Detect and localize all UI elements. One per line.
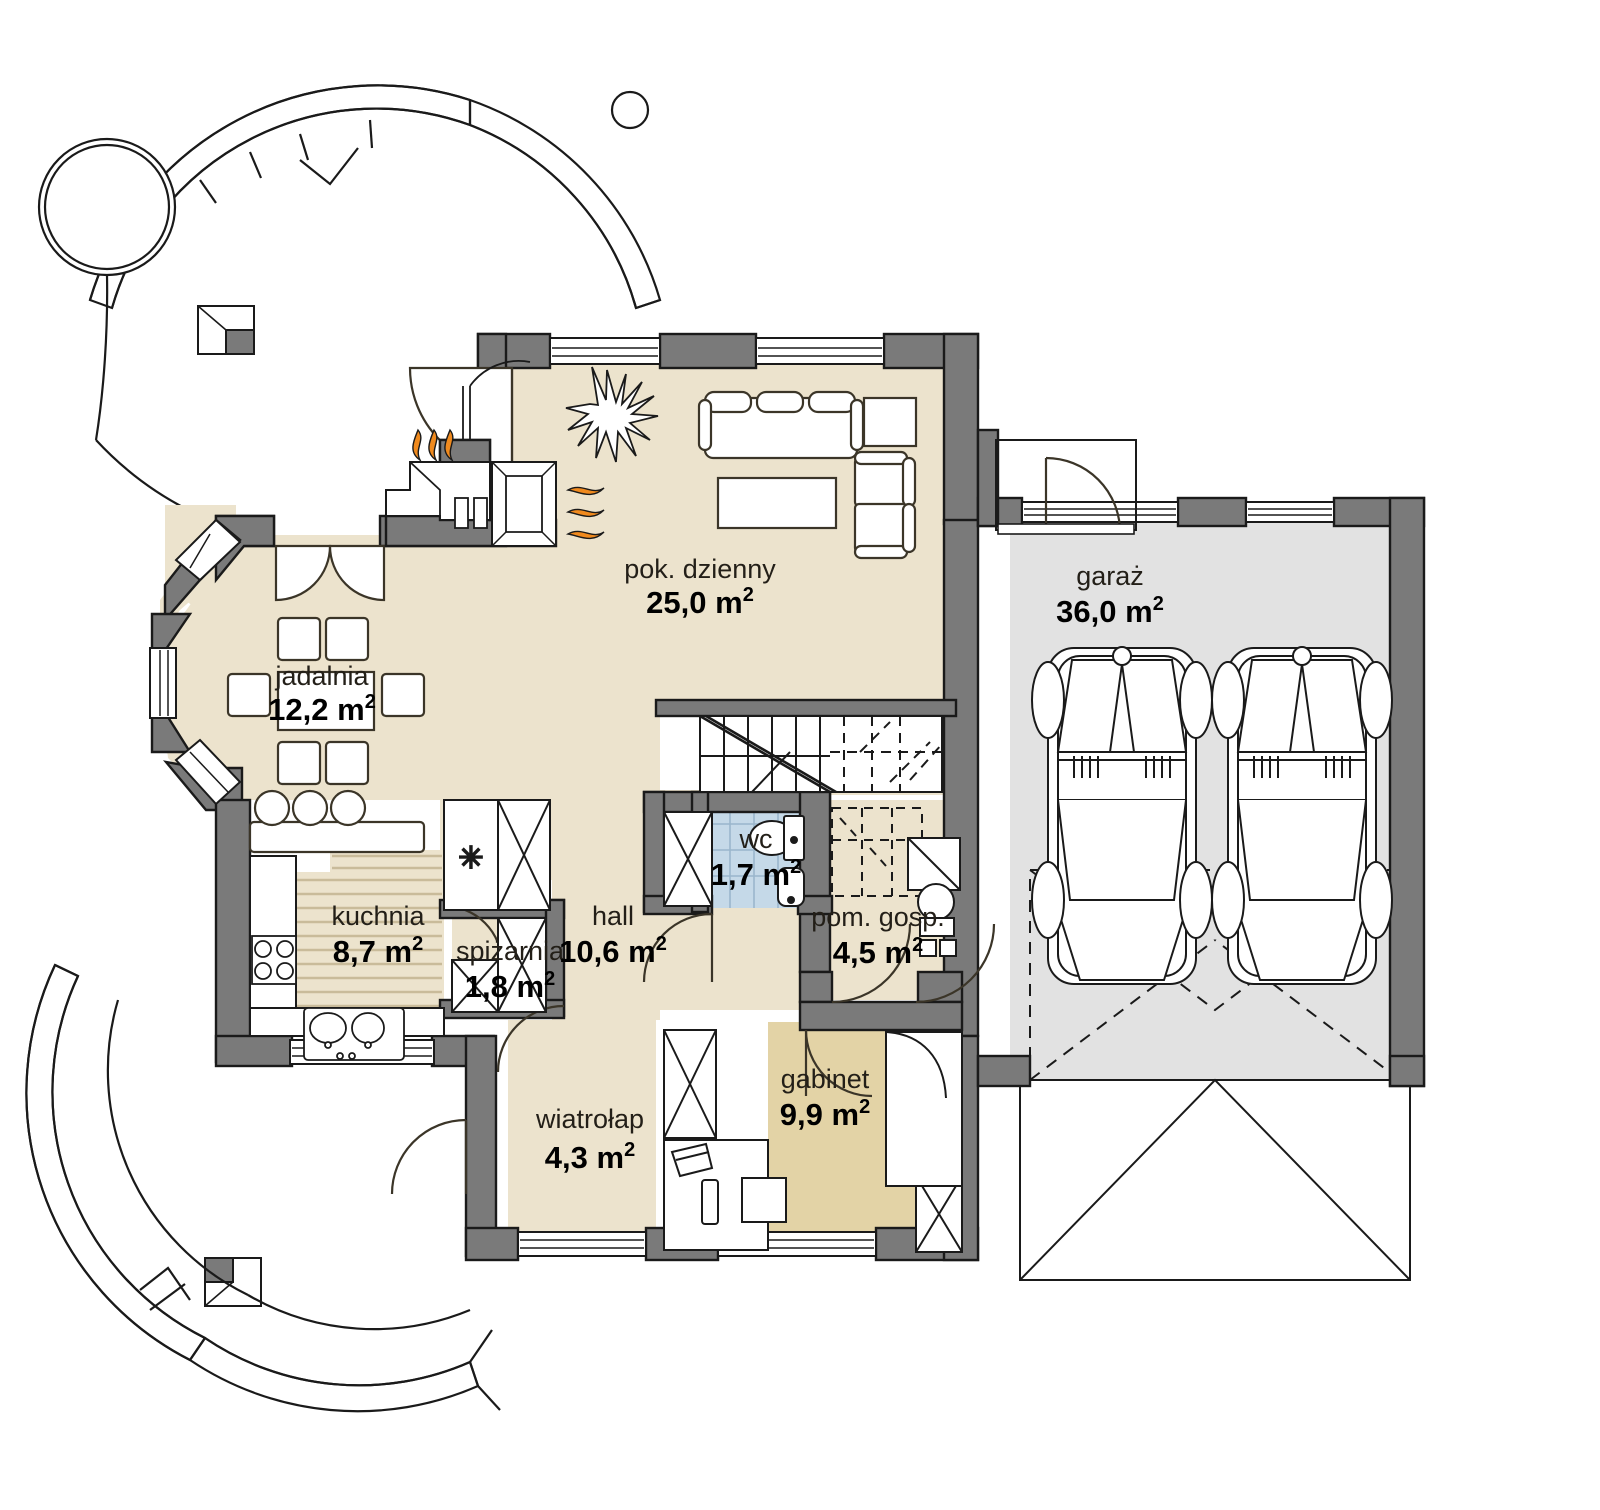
car-icon-left [1031, 646, 1213, 985]
room-name-jadalnia: jadalnia [274, 661, 369, 691]
garage-entry-room [995, 439, 1137, 535]
room-area-wiatrolap: 4,3 m2 [545, 1139, 635, 1175]
terrace-marker-bottom [204, 1257, 262, 1307]
room-name-pom-gosp: pom. gosp. [811, 902, 945, 932]
wall-garage-bottom-right [1388, 1054, 1426, 1088]
sofa-icon [697, 390, 865, 460]
room-name-kuchnia: kuchnia [331, 901, 425, 931]
armchair-icon-1 [862, 396, 918, 448]
coffee-table-icon [716, 476, 838, 530]
window-top-2 [755, 337, 885, 365]
room-area-pom-gosp: 4,5 m2 [833, 934, 923, 970]
wardrobe-icon-hall-2 [663, 811, 713, 907]
room-area-jadalnia: 12,2 m2 [268, 691, 376, 727]
wardrobe-icon-hall-1 [497, 799, 551, 911]
wall-gabinet-top [798, 1000, 964, 1032]
car-icon-right [1211, 646, 1393, 985]
window-bay-w [149, 647, 177, 719]
wardrobe-icon-gabinet-2 [915, 1175, 963, 1253]
flame-icon [412, 428, 454, 463]
window-bay-sw [174, 738, 242, 806]
room-name-spizarnia: spiżarnia [456, 936, 565, 966]
room-area-hall: 10,6 m2 [559, 933, 667, 969]
floor-vestibule [508, 1020, 656, 1248]
flame-icon-horizontal [565, 486, 605, 540]
room-name-garaz: garaż [1076, 561, 1144, 591]
wall-bottom-1 [464, 1226, 520, 1262]
wardrobe-icon-gabinet-1 [663, 1029, 717, 1139]
window-bay-nw [174, 518, 242, 582]
room-name-hall: hall [592, 901, 634, 931]
room-area-garaz: 36,0 m2 [1056, 593, 1164, 629]
washing-machine-icon [907, 837, 961, 891]
room-area-gabinet: 9,9 m2 [780, 1096, 870, 1132]
wall-right-lower [942, 518, 980, 1038]
wall-garage-entry-left [976, 428, 1000, 528]
wall-right-upper [942, 332, 980, 526]
room-name-wiatrolap: wiatrołap [535, 1104, 644, 1134]
wall-kitchen-bottom-1 [214, 1034, 294, 1068]
svg-text:✳: ✳ [458, 842, 483, 875]
window-garage-1 [1245, 501, 1335, 523]
room-name-gabinet: gabinet [781, 1064, 870, 1094]
garage-area [1010, 520, 1415, 1281]
room-name-wc: wc [739, 824, 773, 854]
room-area-wc: 1,7 m2 [711, 856, 801, 892]
basin-icon-utility [917, 883, 957, 957]
toilet-icon [749, 815, 805, 861]
wall-garage-right [1388, 496, 1426, 1088]
terrace-bottom-left [25, 963, 501, 1413]
room-area-kuchnia: 8,7 m2 [333, 933, 423, 969]
floor-kitchen [292, 872, 444, 1014]
wall-wc-left [642, 790, 666, 914]
room-area-pok-dzienny: 25,0 m2 [646, 584, 754, 620]
kitchen-island-icon [248, 789, 426, 854]
window-vestibule [517, 1231, 647, 1257]
terrace-marker-top [197, 305, 255, 355]
sink-icon-wc [777, 867, 805, 907]
window-top-1 [549, 337, 661, 365]
wall-stair-top [654, 698, 958, 718]
wall-left-kitchen [214, 798, 252, 1064]
wardrobe-icon-pantry [451, 917, 547, 1013]
chair-icon-gabinet [741, 1177, 787, 1223]
wall-utility-bottom-left [798, 970, 834, 1004]
wall-garage-bottom-left [976, 1054, 1032, 1088]
fireplace [384, 360, 558, 548]
sofa-icon-2 [853, 450, 917, 560]
room-area-spizarnia: 1,8 m2 [465, 968, 555, 1004]
wall-vestibule-left [464, 1034, 498, 1258]
stairs-icon [699, 714, 943, 794]
bed-icon [885, 1031, 963, 1187]
wall-garage-top-2 [1176, 496, 1248, 528]
room-name-pok-dzienny: pok. dzienny [624, 554, 776, 584]
terrace-top-left [37, 84, 662, 522]
garage-roof [1019, 1078, 1411, 1281]
sink-icon [303, 1007, 405, 1061]
fridge-icon: ✳ [443, 799, 499, 911]
window-garage-2 [1021, 501, 1179, 523]
wall-utility-bottom-right [916, 970, 964, 1004]
plant-icon [565, 366, 659, 463]
stairs-dashed-upper [830, 716, 943, 792]
kitchen-floor-pattern [294, 854, 442, 1008]
stove-icon [251, 935, 297, 985]
wall-top-2 [658, 332, 758, 370]
dining-set-icon [226, 616, 426, 786]
